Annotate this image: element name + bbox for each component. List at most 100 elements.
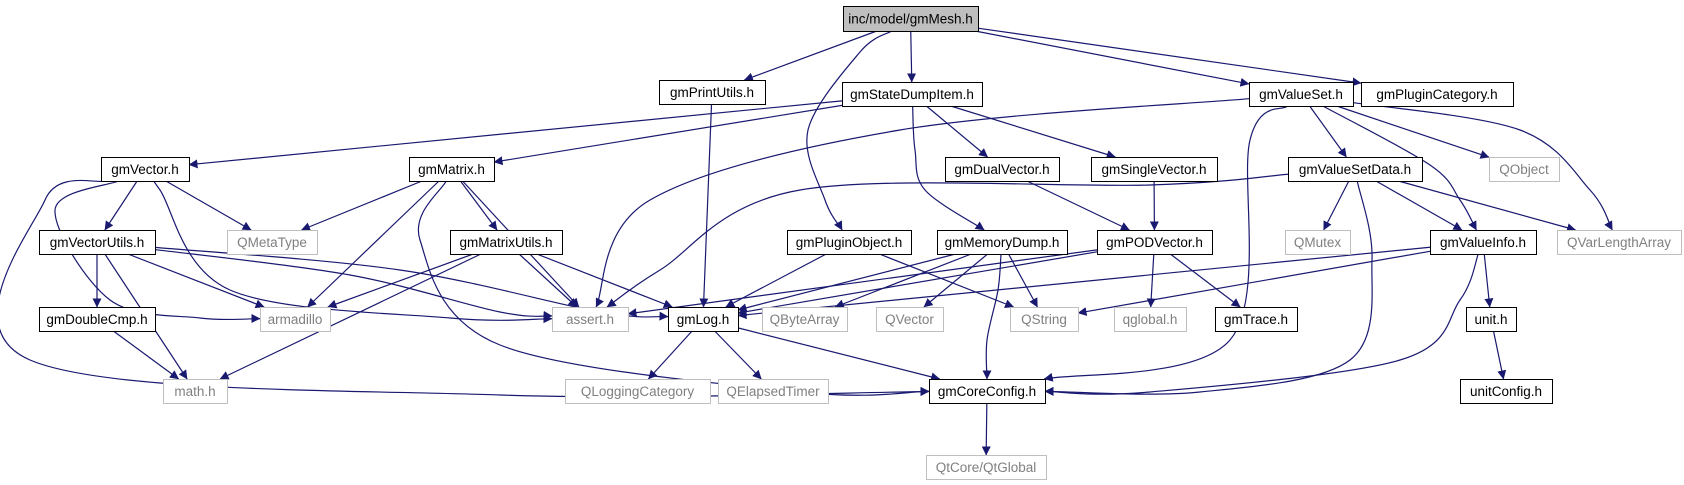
- node-label-trace: gmTrace.h: [1224, 312, 1288, 327]
- node-label-qstring: QString: [1021, 312, 1067, 327]
- node-vectorutils[interactable]: gmVectorUtils.h: [39, 230, 156, 255]
- node-box-matrixutils: [450, 230, 563, 255]
- node-qbytearray[interactable]: QByteArray: [762, 307, 848, 332]
- edge-printutils-to-log: [699, 103, 713, 308]
- node-box-armadillo: [260, 307, 331, 332]
- node-box-qtglobal: [926, 455, 1047, 480]
- node-box-log: [668, 307, 739, 332]
- node-label-statedump: gmStateDumpItem.h: [850, 87, 974, 102]
- node-vector[interactable]: gmVector.h: [101, 157, 190, 182]
- node-printutils[interactable]: gmPrintUtils.h: [659, 80, 766, 105]
- node-label-podvector: gmPODVector.h: [1106, 235, 1203, 250]
- node-label-valueinfo: gmValueInfo.h: [1440, 235, 1526, 250]
- node-log[interactable]: gmLog.h: [668, 307, 739, 332]
- node-memorydump[interactable]: gmMemoryDump.h: [937, 230, 1068, 255]
- node-qmutex[interactable]: QMutex: [1285, 230, 1351, 255]
- node-qobject[interactable]: QObject: [1489, 157, 1560, 182]
- node-box-vectorutils: [39, 230, 156, 255]
- node-label-qmetatype: QMetaType: [237, 235, 307, 250]
- node-box-valuesetdata: [1288, 157, 1423, 182]
- node-box-assert: [552, 307, 629, 332]
- edge-valuesetdata-to-assert: [606, 173, 1289, 308]
- node-qtglobal[interactable]: QtCore/QtGlobal: [926, 455, 1047, 480]
- node-valueinfo[interactable]: gmValueInfo.h: [1430, 230, 1537, 255]
- node-box-qvarlength: [1557, 230, 1682, 255]
- node-label-matrixutils: gmMatrixUtils.h: [459, 235, 552, 250]
- node-coreconfig[interactable]: gmCoreConfig.h: [929, 379, 1046, 404]
- edge-statedump-to-dualvector: [926, 105, 988, 158]
- edge-coreconfig-to-qtglobal: [981, 402, 991, 456]
- edge-matrixutils-to-assert: [518, 253, 578, 308]
- node-box-dualvector: [945, 157, 1060, 182]
- node-dualvector[interactable]: gmDualVector.h: [945, 157, 1060, 182]
- node-label-doublecmp: gmDoubleCmp.h: [46, 312, 147, 327]
- edge-matrix-to-matrixutils: [459, 180, 498, 231]
- node-label-unitconfig: unitConfig.h: [1470, 384, 1542, 399]
- node-qglobal[interactable]: qglobal.h: [1114, 307, 1187, 332]
- edge-vectorutils-to-log: [154, 246, 669, 321]
- node-singlevector[interactable]: gmSingleVector.h: [1091, 157, 1218, 182]
- node-armadillo[interactable]: armadillo: [260, 307, 331, 332]
- edge-pluginobject-to-qstring: [879, 253, 1015, 309]
- edge-vectorutils-to-armadillo: [127, 253, 265, 309]
- edge-matrixutils-to-math: [219, 253, 482, 380]
- edge-statedump-to-matrix: [493, 104, 843, 166]
- edge-vector-to-assert: [151, 178, 553, 324]
- node-box-unitconfig: [1460, 379, 1553, 404]
- edge-podvector-to-assert: [627, 249, 1098, 318]
- node-box-qbytearray: [762, 307, 848, 332]
- node-label-vectorutils: gmVectorUtils.h: [50, 235, 145, 250]
- edge-valueset-to-qvarlength: [1352, 101, 1613, 231]
- node-statedump[interactable]: gmStateDumpItem.h: [842, 82, 983, 107]
- node-box-statedump: [842, 82, 983, 107]
- node-qvarlength[interactable]: QVarLengthArray: [1557, 230, 1682, 255]
- node-doublecmp[interactable]: gmDoubleCmp.h: [39, 307, 156, 332]
- node-qlogcat[interactable]: QLoggingCategory: [565, 379, 711, 404]
- node-box-valueset: [1249, 82, 1354, 107]
- node-label-valueset: gmValueSet.h: [1259, 87, 1343, 102]
- node-valuesetdata[interactable]: gmValueSetData.h: [1288, 157, 1423, 182]
- edge-statedump-to-memorydump: [912, 105, 985, 231]
- edge-valueinfo-to-unit: [1483, 253, 1494, 308]
- node-label-coreconfig: gmCoreConfig.h: [938, 384, 1036, 399]
- node-box-pluginobject: [787, 230, 912, 255]
- edge-log-to-qlogcat: [647, 330, 693, 380]
- node-assert[interactable]: assert.h: [552, 307, 629, 332]
- node-qvector[interactable]: QVector: [876, 307, 944, 332]
- edge-log-to-coreconfig: [737, 327, 941, 382]
- node-unit[interactable]: unit.h: [1466, 307, 1517, 332]
- node-box-qmetatype: [227, 230, 318, 255]
- node-math[interactable]: math.h: [163, 379, 228, 404]
- node-label-qobject: QObject: [1499, 162, 1549, 177]
- node-matrix[interactable]: gmMatrix.h: [409, 157, 495, 182]
- edge-podvector-to-log: [737, 251, 1098, 317]
- node-trace[interactable]: gmTrace.h: [1215, 307, 1298, 332]
- node-label-unit: unit.h: [1474, 312, 1507, 327]
- node-pluginobject[interactable]: gmPluginObject.h: [787, 230, 912, 255]
- node-valueset[interactable]: gmValueSet.h: [1249, 82, 1354, 107]
- node-label-armadillo: armadillo: [268, 312, 323, 327]
- node-box-singlevector: [1091, 157, 1218, 182]
- node-qstring[interactable]: QString: [1010, 307, 1079, 332]
- node-box-plugincat: [1361, 82, 1514, 107]
- node-label-matrix: gmMatrix.h: [418, 162, 485, 177]
- node-box-math: [163, 379, 228, 404]
- node-plugincat[interactable]: gmPluginCategory.h: [1361, 82, 1514, 107]
- node-matrixutils[interactable]: gmMatrixUtils.h: [450, 230, 563, 255]
- edge-memorydump-to-coreconfig: [982, 253, 1002, 380]
- edge-valueinfo-to-coreconfig: [1044, 253, 1479, 396]
- node-unitconfig[interactable]: unitConfig.h: [1460, 379, 1553, 404]
- node-label-math: math.h: [174, 384, 215, 399]
- node-label-memorydump: gmMemoryDump.h: [945, 235, 1060, 250]
- node-root[interactable]: inc/model/gmMesh.h: [843, 6, 979, 32]
- node-qelapsed[interactable]: QElapsedTimer: [718, 379, 829, 404]
- node-box-podvector: [1097, 230, 1213, 255]
- edge-matrix-to-coreconfig: [417, 180, 930, 396]
- node-box-qstring: [1010, 307, 1079, 332]
- edge-matrixutils-to-log: [536, 253, 673, 309]
- edge-pluginobject-to-log: [725, 253, 827, 308]
- edge-valueset-to-assert: [595, 98, 1250, 308]
- node-podvector[interactable]: gmPODVector.h: [1097, 230, 1213, 255]
- node-qmetatype[interactable]: QMetaType: [227, 230, 318, 255]
